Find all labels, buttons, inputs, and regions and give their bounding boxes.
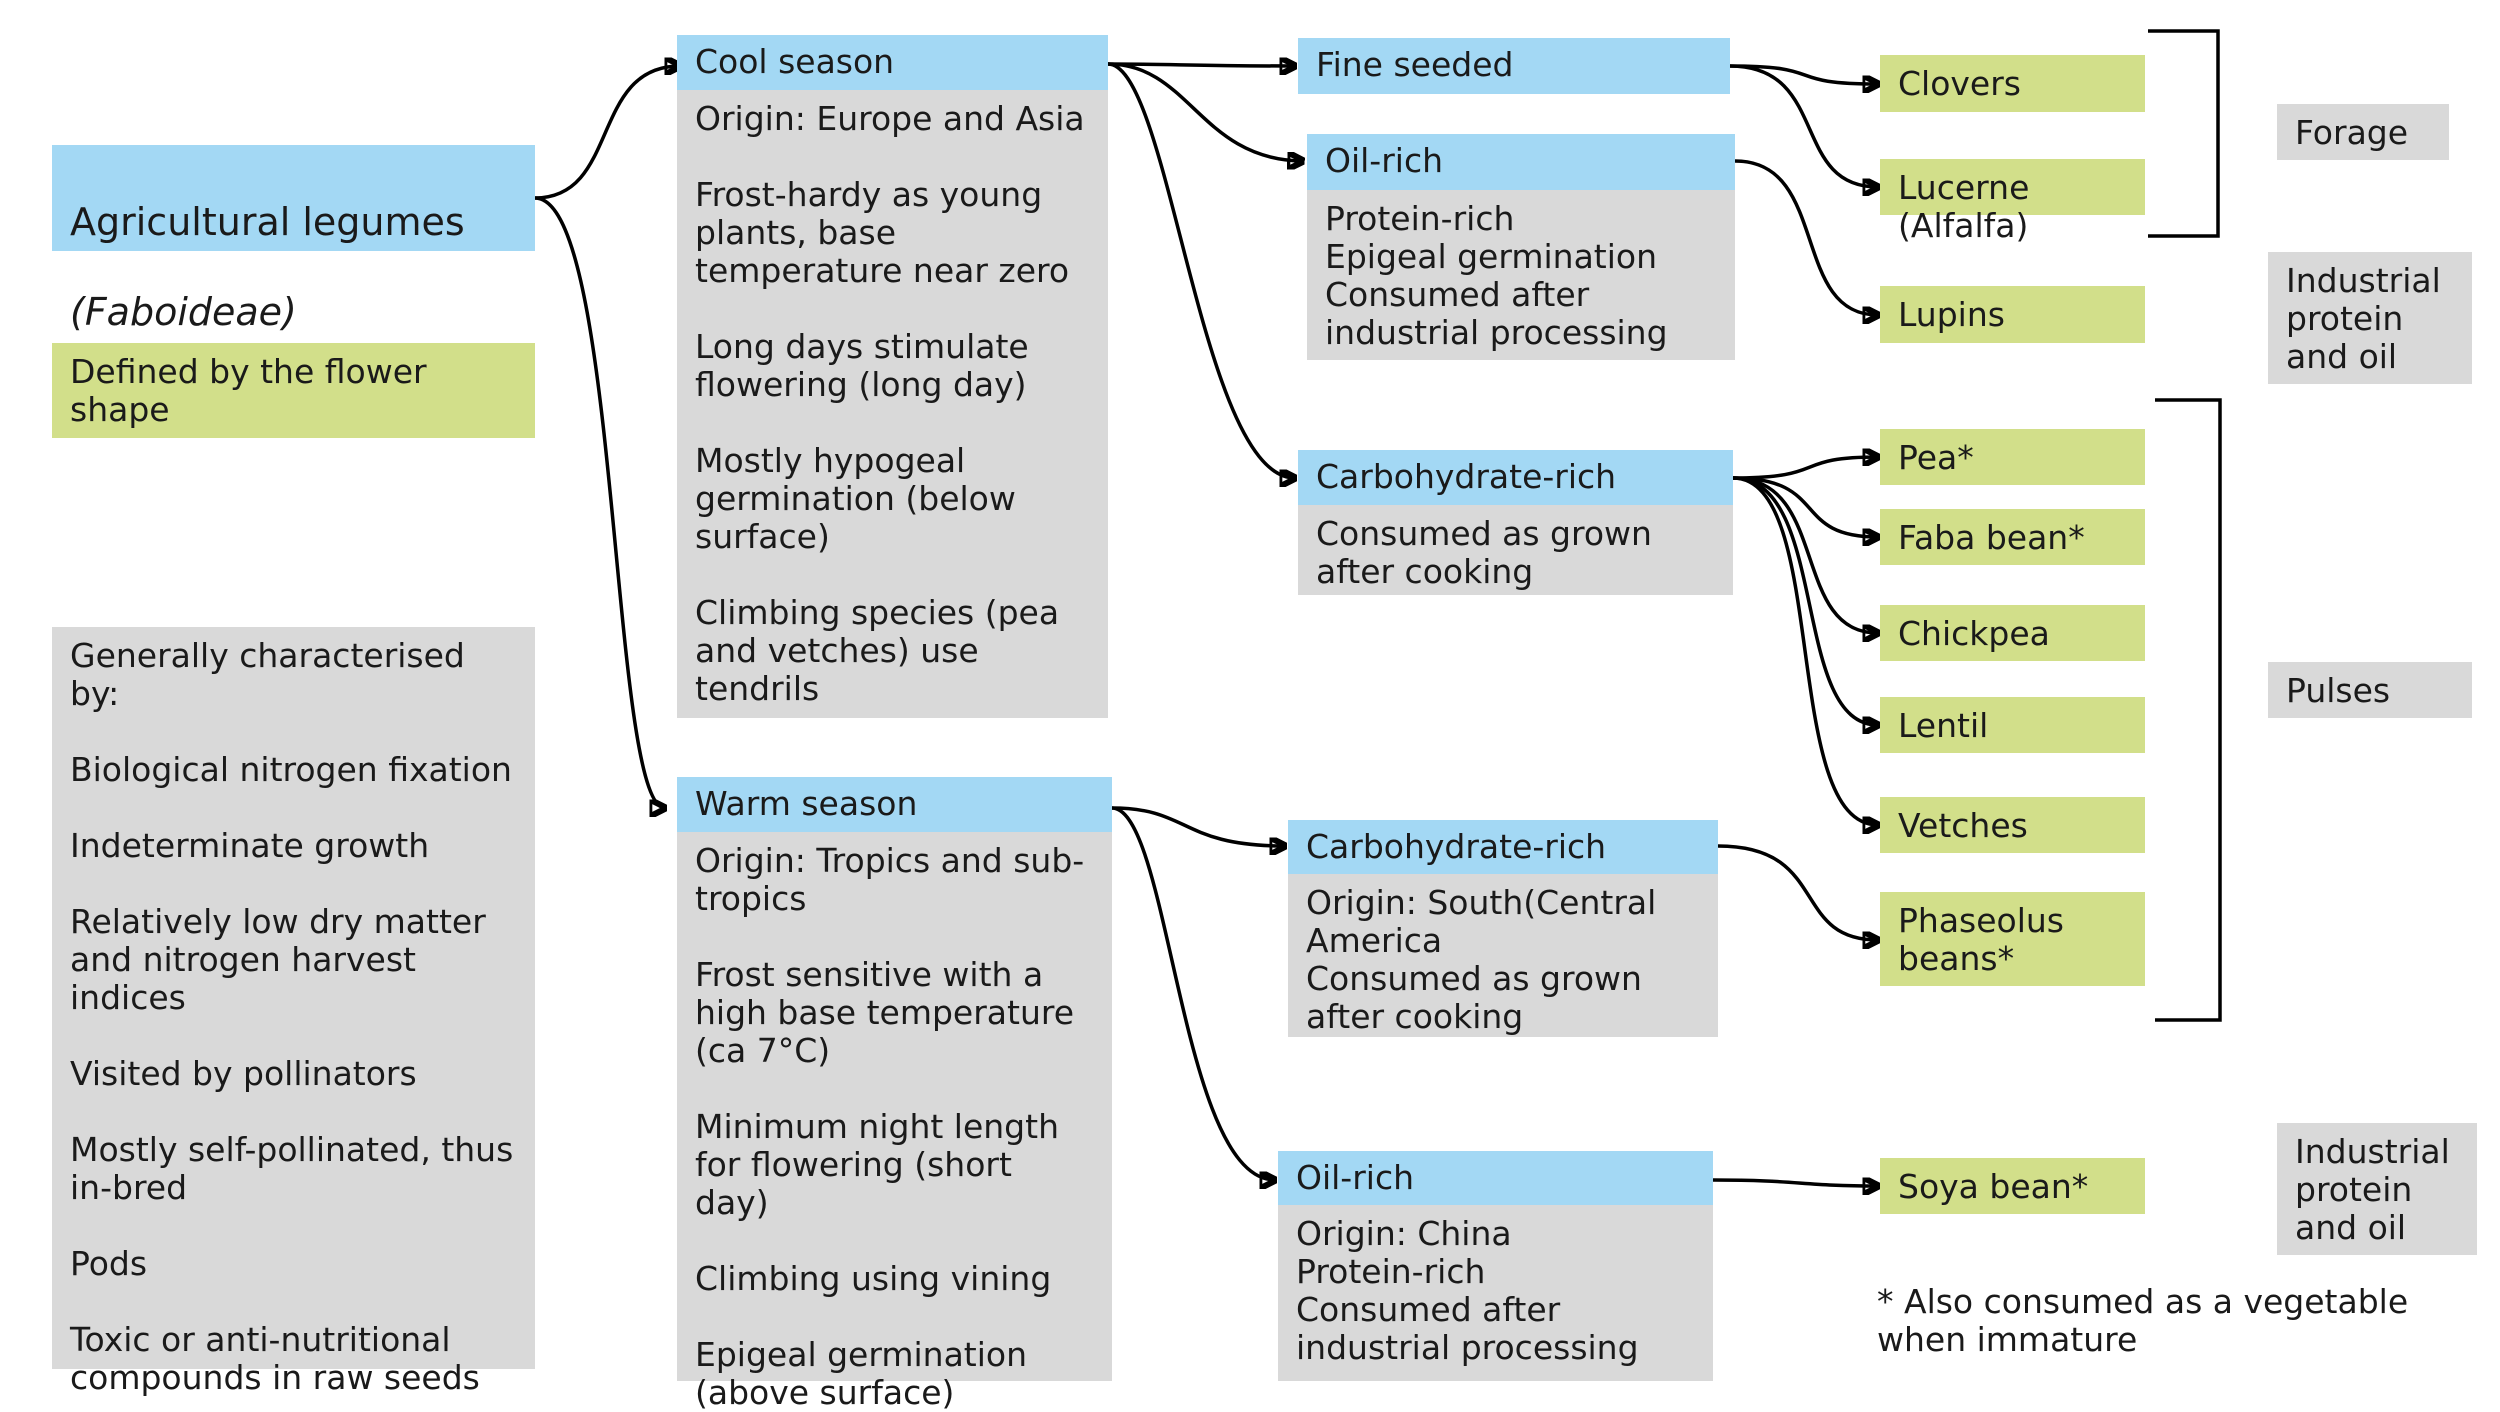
cool-oil-rich-title: Oil-rich — [1307, 134, 1735, 190]
root-subtitle: (Faboideae) — [70, 290, 297, 334]
arrow-warmoil-to-soya — [1712, 1180, 1878, 1186]
crop-vetches: Vetches — [1880, 797, 2145, 853]
root-box: Agricultural legumes (Faboideae) — [52, 145, 535, 334]
warm-oil-rich-card: Oil-rich Origin: China Protein-rich Cons… — [1278, 1151, 1713, 1381]
arrow-cool-to-oil — [1107, 62, 1303, 161]
warm-carb-rich-desc: Origin: South(Central America Consumed a… — [1288, 874, 1718, 1037]
defined-note: Defined by the flower shape — [52, 343, 535, 438]
crop-chickpea: Chickpea — [1880, 605, 2145, 661]
use-pulses: Pulses — [2268, 662, 2472, 718]
arrow-fine-to-lucerne — [1729, 64, 1878, 187]
warm-season-card: Warm season Origin: Tropics and sub-trop… — [677, 777, 1112, 1412]
root-title: Agricultural legumes — [70, 200, 465, 244]
arrow-fine-to-clovers — [1729, 64, 1878, 84]
crop-lucerne: Lucerne (Alfalfa) — [1880, 159, 2145, 245]
warm-carb-rich-card: Carbohydrate-rich Origin: South(Central … — [1288, 820, 1718, 1037]
crop-lupins: Lupins — [1880, 286, 2145, 343]
cool-carb-rich-card: Carbohydrate-rich Consumed as grown afte… — [1298, 450, 1733, 595]
cool-carb-rich-title: Carbohydrate-rich — [1298, 450, 1733, 505]
bracket-forage — [2148, 29, 2220, 238]
cool-season-desc: Origin: Europe and Asia Frost-hardy as y… — [677, 90, 1108, 718]
cool-oil-rich-card: Oil-rich Protein-rich Epigeal germinatio… — [1307, 134, 1735, 360]
cool-season-title: Cool season — [677, 35, 1108, 90]
bracket-pulses — [2155, 398, 2222, 1022]
arrow-carb-to-chickpea — [1732, 476, 1878, 633]
warm-oil-rich-title: Oil-rich — [1278, 1151, 1713, 1205]
use-forage: Forage — [2277, 104, 2449, 160]
cool-fine-seeded: Fine seeded — [1298, 38, 1730, 94]
arrow-warm-to-oil — [1111, 806, 1275, 1180]
general-characteristics: Generally characterised by: Biological n… — [52, 627, 535, 1397]
cool-oil-rich-desc: Protein-rich Epigeal germination Consume… — [1307, 190, 1735, 360]
crop-lentil: Lentil — [1880, 697, 2145, 753]
crop-phaseolus-beans: Phaseolus beans* — [1880, 892, 2145, 986]
warm-season-desc: Origin: Tropics and sub-tropics Frost se… — [677, 832, 1112, 1412]
crop-faba-bean: Faba bean* — [1880, 509, 2145, 565]
warm-carb-rich-title: Carbohydrate-rich — [1288, 820, 1718, 874]
arrow-cool-to-carb — [1107, 62, 1295, 478]
arrow-oil-to-lupins — [1734, 159, 1878, 315]
arrow-root-to-cool — [534, 66, 680, 200]
cool-carb-rich-desc: Consumed as grown after cooking — [1298, 505, 1733, 595]
use-industrial-protein-oil-cool: Industrial protein and oil — [2268, 252, 2472, 384]
arrow-carb-to-lentil — [1732, 476, 1878, 725]
arrow-carb-to-vetches — [1732, 476, 1878, 825]
arrow-carb-to-pea — [1732, 457, 1878, 480]
cool-season-card: Cool season Origin: Europe and Asia Fros… — [677, 35, 1108, 718]
warm-season-title: Warm season — [677, 777, 1112, 832]
crop-pea: Pea* — [1880, 429, 2145, 485]
crop-soya-bean: Soya bean* — [1880, 1158, 2145, 1214]
warm-oil-rich-desc: Origin: China Protein-rich Consumed afte… — [1278, 1205, 1713, 1381]
arrow-warmcarb-to-phaseolus — [1717, 844, 1878, 940]
footnote: * Also consumed as a vegetable when imma… — [1877, 1282, 2409, 1359]
crop-clovers: Clovers — [1880, 55, 2145, 112]
use-industrial-protein-oil-warm: Industrial protein and oil — [2277, 1123, 2477, 1255]
arrow-root-to-warm — [534, 196, 665, 808]
arrow-warm-to-carb — [1111, 806, 1285, 846]
arrow-carb-to-faba — [1732, 476, 1878, 537]
arrow-cool-to-fine — [1107, 64, 1295, 66]
